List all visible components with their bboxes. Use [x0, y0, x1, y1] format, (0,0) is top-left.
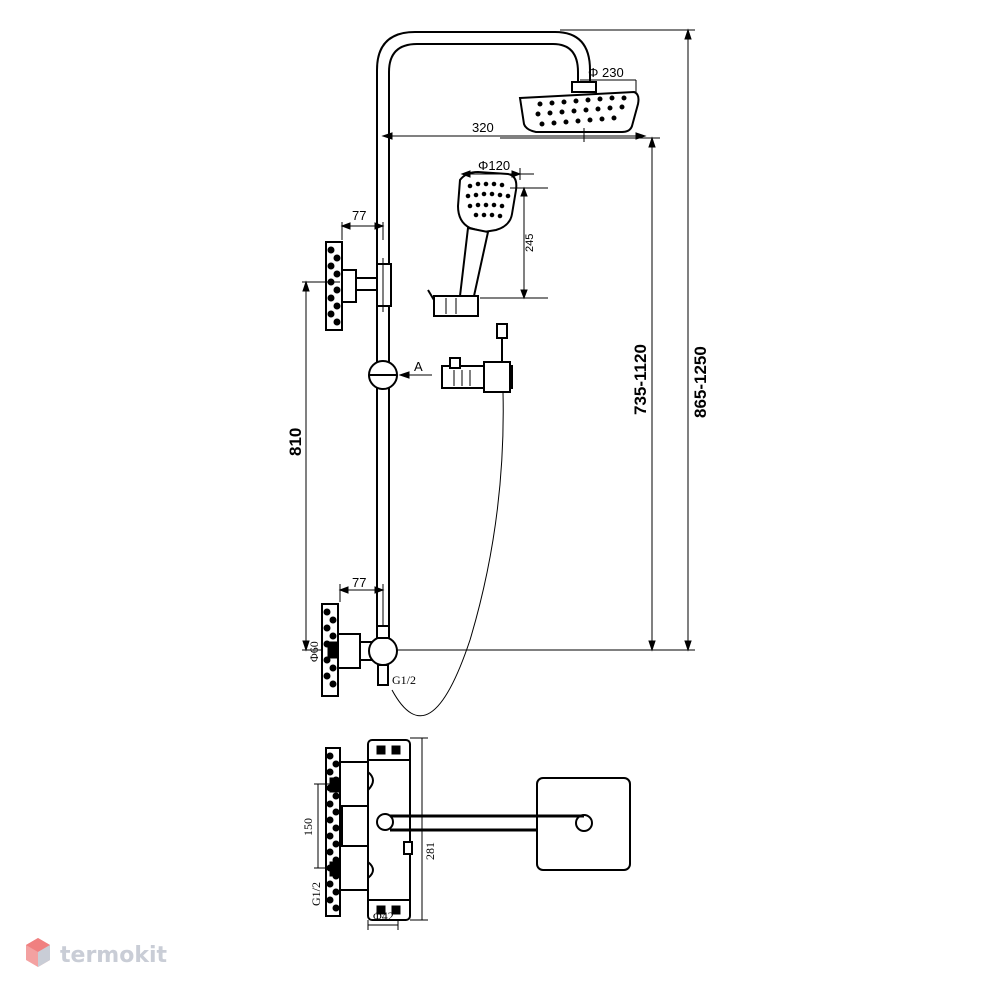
lower-wall-bracket — [321, 603, 398, 697]
range-total-label: 865-1250 — [691, 346, 710, 418]
head-diameter-label: Φ 230 — [588, 65, 624, 80]
mixer-height-dimension: 281 — [410, 737, 437, 921]
arm-length-dimension: 320 — [381, 120, 647, 142]
bar-diameter-label: Φ42 — [373, 909, 394, 923]
mixer-height-label: 281 — [423, 842, 437, 860]
mixer-wall-side — [325, 747, 371, 917]
outlet-diameter-label: Φ60 — [307, 641, 321, 662]
shower-hose — [391, 391, 504, 717]
lower-offset-dimension: 77 — [338, 575, 385, 626]
bracket-spacing-label: 810 — [286, 428, 305, 456]
hand-length-dimension: 245 — [480, 186, 548, 300]
inlet-spacing-label: 150 — [301, 818, 315, 836]
upper-offset-label: 77 — [352, 208, 366, 223]
overhead-shower-head — [518, 81, 640, 133]
hand-diameter-dimension: Φ120 — [460, 158, 534, 180]
view-a-arrow: A — [398, 359, 432, 379]
hand-length-label: 245 — [524, 234, 536, 252]
bracket-spacing-dimension: 810 — [286, 280, 340, 652]
slide-holder-ring — [368, 360, 398, 390]
range-short-dimension: 735-1120 — [500, 136, 660, 652]
upper-offset-dimension: 77 — [340, 208, 385, 240]
thread-bottom-label: G1/2 — [309, 882, 323, 906]
upper-wall-bracket — [325, 241, 392, 331]
riser-and-arm — [376, 31, 591, 650]
hand-diameter-label: Φ120 — [478, 158, 510, 173]
thread-main-label: G1/2 — [392, 673, 416, 687]
range-short-label: 735-1120 — [631, 344, 650, 415]
lower-offset-label: 77 — [352, 575, 366, 590]
inlet-spacing-dimension: 150 — [301, 783, 340, 869]
hand-shower — [427, 170, 518, 317]
head-diameter-dimension: Φ 230 — [580, 65, 637, 92]
logo-text: termokit — [60, 943, 167, 968]
view-label: A — [414, 359, 423, 374]
range-total-dimension: 865-1250 — [560, 28, 710, 652]
termokit-logo: termokit — [26, 938, 167, 968]
bar-diameter-dimension: Φ42 — [367, 909, 399, 930]
arm-length-label: 320 — [472, 120, 494, 135]
slider-detail — [441, 323, 513, 393]
